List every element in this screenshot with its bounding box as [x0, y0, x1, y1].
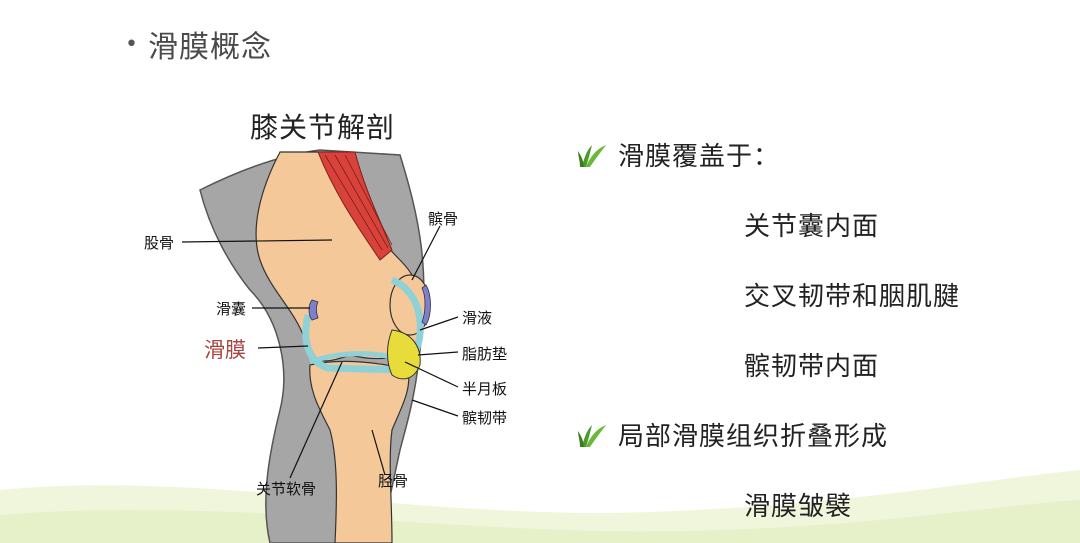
title-bullet: • — [125, 32, 138, 57]
label-patellar-ligament: 髌韧带 — [462, 407, 507, 428]
slide-title-row: • 滑膜概念 — [125, 22, 272, 66]
point1-heading: 滑膜覆盖于： — [618, 136, 780, 173]
point1-item: 关节囊内面 — [744, 206, 879, 243]
grass-leaf-icon — [578, 421, 610, 449]
diagram-title: 膝关节解剖 — [250, 106, 395, 146]
point1-row: 滑膜覆盖于： — [578, 136, 780, 173]
grass-leaf-icon — [578, 141, 610, 169]
point1-item: 髌韧带内面 — [744, 346, 879, 383]
point2-heading: 局部滑膜组织折叠形成 — [618, 416, 888, 453]
label-bursa: 滑囊 — [216, 298, 246, 319]
label-articular-cartilage: 关节软骨 — [256, 478, 316, 499]
slide-title: 滑膜概念 — [148, 22, 272, 66]
knee-anatomy-diagram: 膝关节解剖 股骨 髌骨 滑囊 滑膜 滑液 脂肪垫 半月板 髌韧带 胫骨 关节软骨 — [130, 100, 550, 543]
label-femur: 股骨 — [144, 232, 174, 253]
label-patella: 髌骨 — [428, 208, 458, 229]
point2-item: 滑膜皱襞 — [744, 486, 852, 523]
bursa-shape-left — [309, 300, 318, 320]
point1-item: 交叉韧带和胭肌腱 — [744, 276, 960, 313]
label-synovial-fluid: 滑液 — [462, 307, 492, 328]
point2-row: 局部滑膜组织折叠形成 — [578, 416, 888, 453]
label-tibia: 胫骨 — [378, 470, 408, 491]
label-meniscus: 半月板 — [462, 378, 507, 399]
label-fat-pad: 脂肪垫 — [462, 343, 507, 364]
label-synovium: 滑膜 — [204, 334, 246, 364]
